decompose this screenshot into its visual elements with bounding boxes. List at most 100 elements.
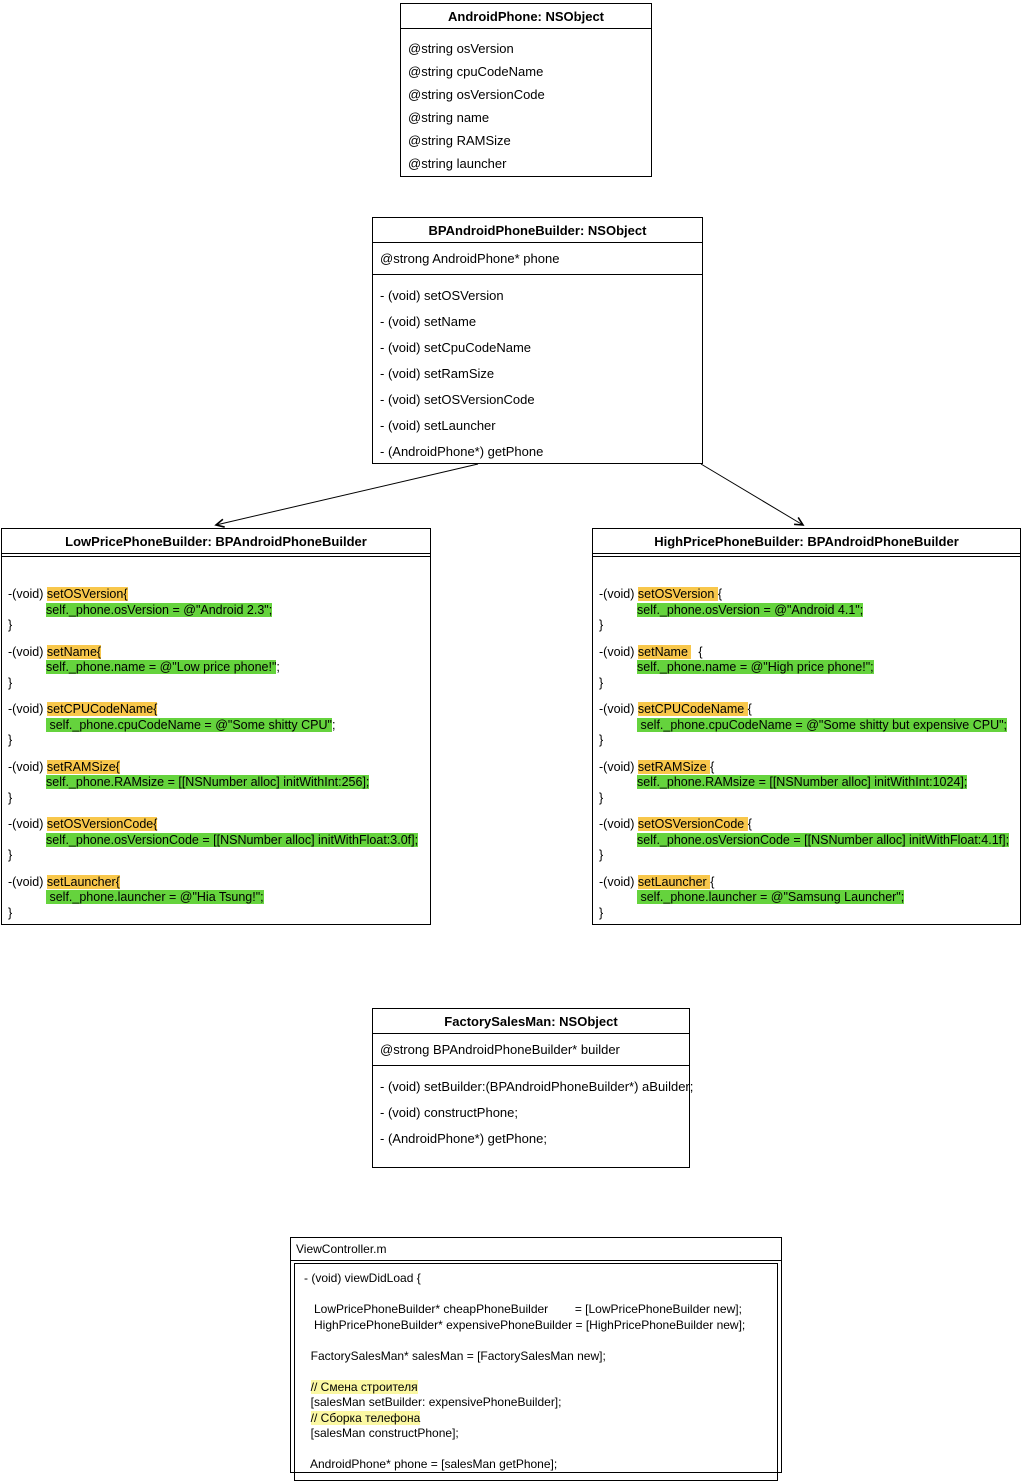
method-body: self._phone.osVersionCode = [[NSNumber a… — [8, 832, 424, 849]
signature-suffix: { — [691, 644, 703, 659]
attribute-line: @string launcher — [408, 156, 507, 171]
code-highlight: self._phone.osVersion = @"Android 2.3"; — [46, 602, 273, 617]
method-line: - (AndroidPhone*) getPhone — [380, 444, 544, 459]
code-indent — [304, 1411, 311, 1425]
attribute-line: @strong BPAndroidPhoneBuilder* builder — [373, 1034, 689, 1066]
signature-prefix: -(void) — [599, 874, 638, 889]
close-brace: } — [8, 790, 13, 805]
method-body: self._phone.osVersion = @"Android 2.3"; — [8, 602, 424, 619]
method-name-highlight: setName{ — [46, 644, 102, 659]
method-name-highlight: setOSVersionCode{ — [46, 817, 158, 831]
method-line: - (void) setCpuCodeName — [380, 340, 532, 355]
method-signature: -(void) setOSVersion{ — [8, 587, 424, 603]
method-list-bp-builder: - (void) setOSVersion - (void) setName - (… — [373, 275, 702, 465]
attribute-line: @string RAMSize — [408, 133, 511, 148]
code-box-title: ViewController.m — [291, 1238, 781, 1261]
code-highlight: self._phone.name = @"Low price phone!" — [46, 660, 277, 674]
method-blocks-high-price: -(void) setOSVersion {self._phone.osVers… — [593, 556, 1020, 921]
code-line — [304, 1364, 768, 1380]
method-signature: -(void) setLauncher{ — [8, 874, 424, 891]
code-line: HighPricePhoneBuilder* expensivePhoneBui… — [304, 1317, 746, 1332]
method-block: -(void) setRAMSize{self._phone.RAMsize =… — [8, 759, 424, 807]
class-box-bp-android-phone-builder: BPAndroidPhoneBuilder: NSObject @strong … — [372, 217, 703, 464]
close-brace: } — [599, 905, 604, 920]
method-block: -(void) setLauncher { self._phone.launch… — [599, 874, 1014, 922]
code-line: // Смена строителя — [304, 1379, 768, 1396]
method-name-highlight: setCPUCodeName — [637, 702, 748, 716]
code-line: [salesMan constructPhone]; — [304, 1426, 459, 1440]
method-signature: -(void) setName{ — [8, 644, 424, 661]
method-line: - (void) setOSVersion — [380, 288, 504, 303]
signature-prefix: -(void) — [8, 644, 47, 659]
method-blocks-low-price: -(void) setOSVersion{self._phone.osVersi… — [2, 556, 430, 921]
method-body: self._phone.launcher = @"Samsung Launche… — [599, 890, 1014, 906]
signature-prefix: -(void) — [8, 587, 47, 601]
method-signature: -(void) setName { — [599, 644, 1014, 661]
class-title-bp-android-phone-builder: BPAndroidPhoneBuilder: NSObject — [373, 218, 702, 243]
method-signature: -(void) setRAMSize { — [599, 759, 1014, 776]
method-name-highlight: setOSVersion{ — [46, 587, 128, 601]
method-block: -(void) setName {self._phone.name = @"Hi… — [599, 644, 1014, 692]
attribute-line: @string name — [408, 110, 490, 125]
signature-prefix: -(void) — [8, 759, 47, 774]
method-body: self._phone.cpuCodeName = @"Some shitty … — [8, 717, 424, 734]
method-block: -(void) setCPUCodeName{ self._phone.cpuC… — [8, 702, 424, 749]
code-tail: ; — [276, 660, 280, 674]
method-block: -(void) setOSVersion{self._phone.osVersi… — [8, 587, 424, 634]
code-box-view-controller: ViewController.m - (void) viewDidLoad { … — [290, 1237, 782, 1481]
code-line: - (void) viewDidLoad { — [304, 1271, 421, 1285]
code-highlight: self._phone.launcher = @"Samsung Launche… — [637, 890, 905, 904]
signature-prefix: -(void) — [599, 587, 638, 601]
method-name-highlight: setOSVersionCode — [637, 817, 748, 831]
code-line: // Сборка телефона — [304, 1410, 768, 1427]
method-body: self._phone.cpuCodeName = @"Some shitty … — [599, 717, 1014, 734]
signature-prefix: -(void) — [8, 874, 47, 889]
method-name-highlight: setCPUCodeName{ — [46, 702, 158, 716]
signature-prefix: -(void) — [599, 644, 638, 659]
class-title-high-price-phone-builder: HighPricePhoneBuilder: BPAndroidPhoneBui… — [593, 529, 1020, 554]
method-list-factory-sales-man: - (void) setBuilder:(BPAndroidPhoneBuild… — [373, 1066, 694, 1152]
method-line: - (void) setName — [380, 314, 477, 329]
signature-suffix: { — [717, 587, 722, 601]
method-body: self._phone.RAMsize = [[NSNumber alloc] … — [8, 775, 424, 791]
code-line — [304, 1442, 768, 1458]
code-highlight: self._phone.name = @"High price phone!"; — [637, 660, 874, 674]
attribute-line: @string osVersion — [408, 41, 514, 56]
method-line: - (void) setBuilder:(BPAndroidPhoneBuild… — [380, 1079, 694, 1094]
view-did-load-code: - (void) viewDidLoad { LowPricePhoneBuil… — [294, 1263, 778, 1481]
class-box-android-phone: AndroidPhone: NSObject @string osVersion… — [400, 3, 652, 177]
code-indent — [304, 1380, 311, 1394]
method-block: -(void) setOSVersionCode{self._phone.osV… — [8, 817, 424, 864]
code-highlight: self._phone.RAMsize = [[NSNumber alloc] … — [46, 775, 370, 789]
class-title-factory-sales-man: FactorySalesMan: NSObject — [373, 1009, 689, 1034]
attribute-line: @string osVersionCode — [408, 87, 545, 102]
class-box-high-price-phone-builder: HighPricePhoneBuilder: BPAndroidPhoneBui… — [592, 528, 1021, 925]
method-signature: -(void) setRAMSize{ — [8, 759, 424, 776]
comment-highlight: // Смена строителя — [310, 1379, 418, 1394]
close-brace: } — [599, 790, 604, 805]
method-signature: -(void) setLauncher { — [599, 874, 1014, 891]
code-line: AndroidPhone* phone = [salesMan getPhone… — [304, 1457, 558, 1471]
close-brace: } — [599, 733, 604, 747]
attribute-line: @strong AndroidPhone* phone — [373, 243, 702, 275]
code-line: FactorySalesMan* salesMan = [FactorySale… — [304, 1348, 606, 1363]
close-brace: } — [599, 618, 604, 632]
close-brace: } — [8, 848, 13, 862]
method-block: -(void) setOSVersion {self._phone.osVers… — [599, 587, 1014, 634]
method-body: self._phone.osVersionCode = [[NSNumber a… — [599, 832, 1014, 849]
close-brace: } — [599, 848, 604, 862]
method-body: self._phone.RAMsize = [[NSNumber alloc] … — [599, 775, 1014, 791]
close-brace: } — [8, 675, 13, 690]
class-title-android-phone: AndroidPhone: NSObject — [401, 4, 651, 29]
method-signature: -(void) setOSVersion { — [599, 587, 1014, 603]
method-signature: -(void) setCPUCodeName { — [599, 702, 1014, 718]
method-block: -(void) setLauncher{ self._phone.launche… — [8, 874, 424, 922]
code-line: LowPricePhoneBuilder* cheapPhoneBuilder … — [304, 1302, 742, 1316]
method-name-highlight: setLauncher — [637, 874, 711, 889]
method-body: self._phone.osVersion = @"Android 4.1"; — [599, 602, 1014, 619]
method-name-highlight: setRAMSize — [637, 759, 711, 774]
signature-prefix: -(void) — [8, 817, 47, 831]
method-block: -(void) setOSVersionCode {self._phone.os… — [599, 817, 1014, 864]
method-signature: -(void) setOSVersionCode{ — [8, 817, 424, 833]
